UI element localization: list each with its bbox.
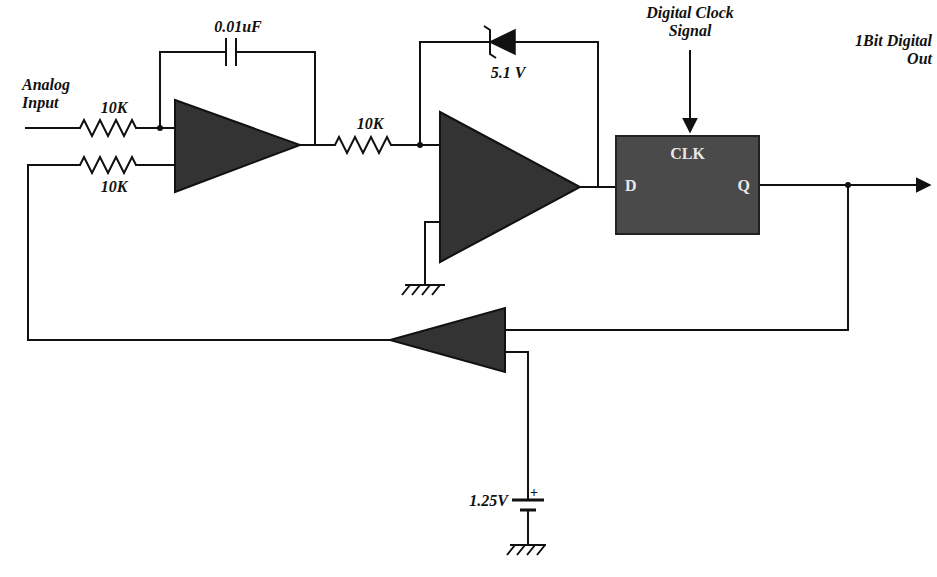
feedback-resistor	[28, 157, 390, 340]
integrator-opamp	[175, 100, 300, 192]
pin-label: Q	[738, 177, 750, 195]
component-label: 10K	[348, 115, 392, 133]
d-wire	[578, 186, 615, 188]
reference-wire	[505, 352, 528, 500]
pin-label: D	[625, 177, 637, 195]
polarity-mark: +	[530, 485, 538, 500]
input-resistor	[25, 120, 175, 136]
component-label: 1.25V	[452, 492, 508, 510]
capacitor-symbol	[226, 38, 236, 66]
ground-symbol	[507, 545, 546, 555]
junction-dot	[157, 125, 163, 131]
component-label: Analog Input	[22, 76, 82, 111]
flip-flop-box: CLK D Q	[615, 135, 760, 235]
component-label: 0.01uF	[198, 18, 278, 36]
ground-wire	[527, 510, 529, 545]
pin-label: CLK	[670, 145, 705, 163]
component-label: 10K	[92, 178, 136, 196]
component-label: 1Bit Digital Out	[828, 32, 932, 67]
battery-symbol	[512, 500, 544, 510]
junction-dot	[845, 182, 851, 188]
ground-symbol	[402, 285, 445, 295]
component-label: 5.1 V	[478, 64, 538, 82]
comparator-opamp	[440, 112, 580, 262]
clock-arrow	[689, 50, 691, 132]
component-label: 10K	[92, 99, 136, 117]
junction-dot	[417, 142, 423, 148]
zener-diode	[490, 30, 515, 54]
ground-wire	[425, 222, 440, 285]
buffer-opamp	[390, 308, 505, 372]
component-label: Digital Clock Signal	[630, 4, 750, 39]
